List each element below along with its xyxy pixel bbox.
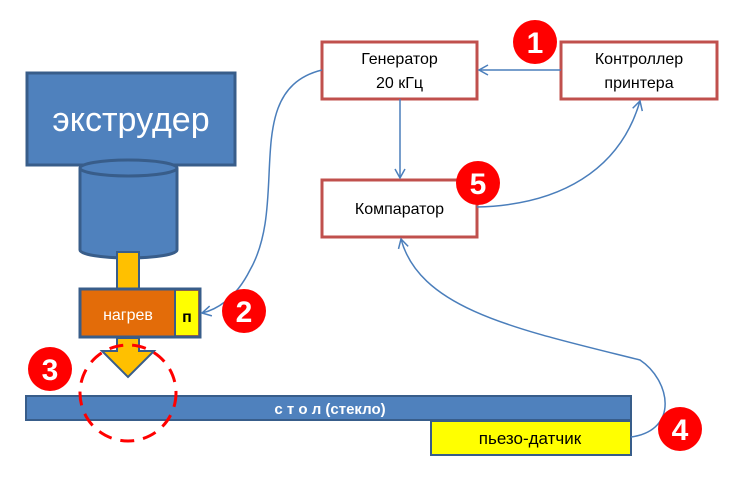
- table-glass: с т о л (стекло): [25, 395, 632, 421]
- comparator-box: Компаратор: [320, 178, 479, 239]
- filament-shaft: [116, 251, 140, 291]
- sensor-label: п: [182, 309, 192, 326]
- piezo-sensor: пьезо-датчик: [430, 420, 632, 456]
- marker-5-label: 5: [470, 168, 487, 201]
- down-arrow: [99, 337, 157, 379]
- comparator-to-controller-arrow: [476, 99, 644, 208]
- connectors: [200, 64, 666, 438]
- marker-2: 2: [222, 289, 266, 333]
- marker-4: 4: [658, 407, 702, 451]
- marker-4-label: 4: [672, 414, 689, 447]
- heater-block: нагрев п: [78, 287, 202, 339]
- generator-line2: 20 кГц: [376, 75, 423, 92]
- marker-2-label: 2: [236, 296, 253, 329]
- controller-box: Контроллер принтера: [559, 40, 719, 101]
- extruder-nozzle-cylinder: [78, 158, 179, 260]
- heater-label: нагрев: [103, 307, 153, 324]
- table-label: с т о л (стекло): [274, 401, 385, 418]
- controller-line2: принтера: [604, 75, 673, 92]
- marker-3-label: 3: [42, 354, 59, 387]
- piezo-label: пьезо-датчик: [479, 429, 582, 448]
- generator-to-sensor-arrow: [200, 69, 323, 317]
- marker-1: 1: [513, 20, 557, 64]
- extruder-label: экструдер: [52, 101, 209, 139]
- contact-zone-circle: [78, 343, 178, 443]
- piezo-to-comparator-arrow: [397, 237, 666, 438]
- generator-box: Генератор 20 кГц: [320, 40, 479, 101]
- marker-1-label: 1: [527, 27, 544, 60]
- generator-line1: Генератор: [361, 51, 438, 68]
- marker-3: 3: [28, 347, 72, 391]
- marker-5: 5: [456, 161, 500, 205]
- controller-line1: Контроллер: [595, 51, 683, 68]
- extruder-block: экструдер: [25, 71, 237, 167]
- comparator-label: Компаратор: [355, 201, 444, 218]
